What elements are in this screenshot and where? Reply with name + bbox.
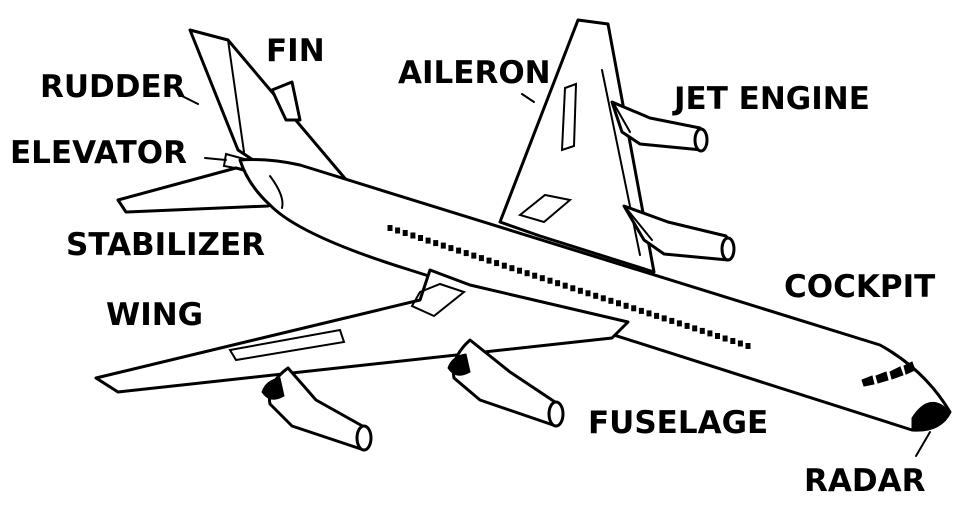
label-stabilizer: STABILIZER: [66, 227, 266, 263]
window: [494, 260, 500, 267]
window: [684, 322, 690, 329]
window: [463, 250, 469, 257]
window: [509, 265, 515, 272]
window: [600, 295, 606, 302]
label-cockpit: COCKPIT: [784, 269, 936, 305]
window: [486, 257, 492, 264]
window: [440, 242, 446, 249]
window: [478, 255, 484, 262]
window: [707, 330, 713, 337]
window: [456, 247, 462, 254]
label-aileron: AILERON: [398, 55, 551, 91]
window: [623, 302, 629, 309]
passenger-windows: [387, 225, 751, 349]
window: [524, 270, 530, 277]
window: [570, 285, 576, 292]
window: [692, 325, 698, 332]
window: [669, 317, 675, 324]
far-engine-lower: [622, 204, 736, 262]
window: [616, 300, 621, 307]
window: [395, 227, 401, 234]
window: [402, 230, 408, 236]
window: [532, 272, 538, 279]
window: [448, 245, 454, 252]
window: [433, 240, 439, 247]
window: [547, 277, 553, 284]
window: [730, 338, 736, 344]
window: [745, 343, 751, 349]
window: [722, 335, 728, 342]
far-engine-upper: [610, 100, 709, 153]
label-rudder: RUDDER: [40, 69, 186, 105]
window: [715, 333, 720, 339]
window: [562, 282, 568, 289]
window: [638, 307, 644, 314]
label-jet-engine: JET ENGINE: [674, 81, 870, 117]
window: [676, 320, 682, 327]
near-engine-outer: [261, 366, 373, 452]
window: [661, 315, 667, 322]
label-radar: RADAR: [804, 463, 926, 499]
window: [539, 275, 545, 282]
window: [646, 310, 652, 317]
window: [608, 297, 614, 304]
window: [410, 232, 416, 239]
label-fin: FIN: [266, 33, 325, 69]
window: [425, 237, 431, 244]
window: [501, 262, 507, 269]
window: [585, 290, 591, 297]
window: [654, 312, 660, 319]
label-elevator: ELEVATOR: [10, 135, 187, 171]
label-wing: WING: [106, 297, 204, 333]
window: [593, 292, 599, 299]
window: [418, 235, 423, 241]
window: [737, 340, 743, 347]
window: [387, 225, 393, 231]
label-fuselage: FUSELAGE: [588, 405, 769, 441]
near-engine-inner: [447, 338, 565, 428]
tail-fin: [188, 28, 350, 184]
window: [577, 287, 583, 294]
window: [631, 305, 637, 312]
near-wing: [94, 268, 630, 394]
window: [471, 252, 477, 259]
leader-lines: [177, 93, 931, 457]
window: [517, 267, 522, 274]
window: [699, 327, 705, 334]
window: [555, 280, 561, 287]
